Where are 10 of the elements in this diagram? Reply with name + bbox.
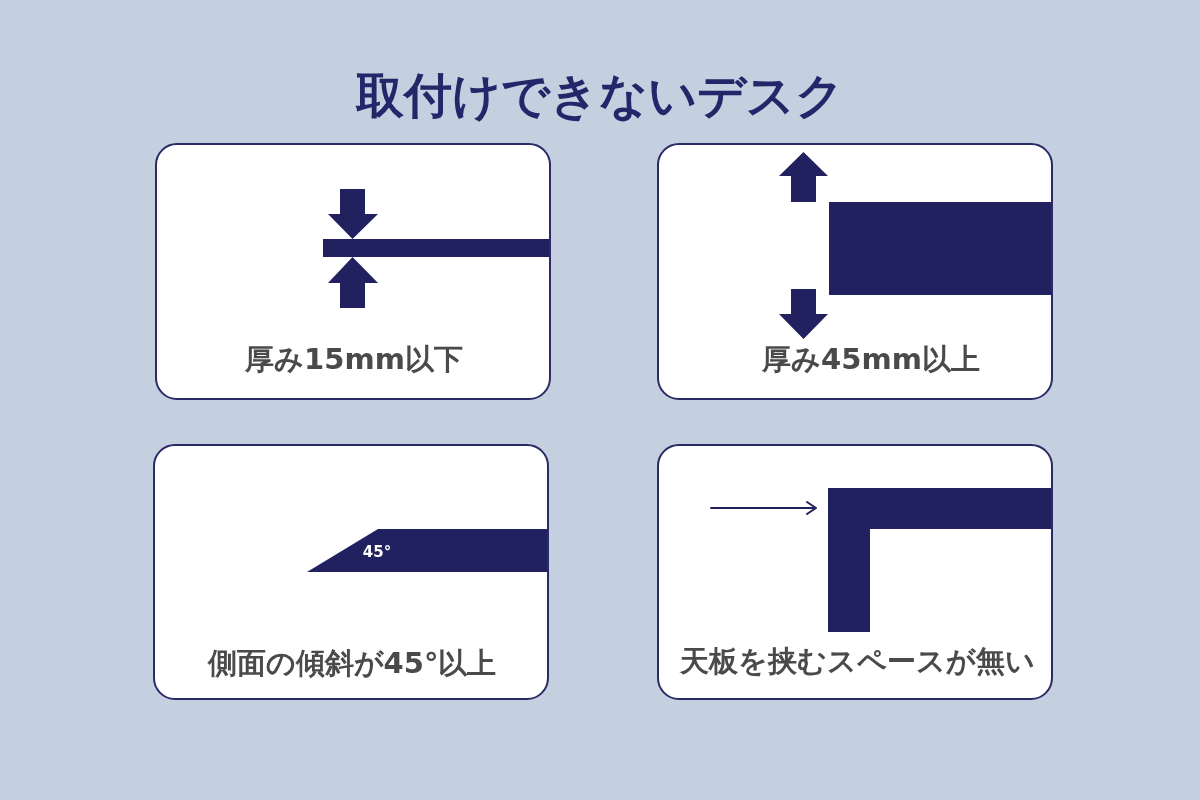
rounded-card: [153, 444, 549, 700]
rounded-card: [657, 444, 1053, 700]
page-title: 取付けできないデスク: [356, 68, 844, 122]
rounded-card: [657, 143, 1053, 400]
card-caption: 厚み15mm以下: [245, 344, 463, 376]
card-caption: 天板を挟むスペースが無い: [679, 646, 1035, 678]
card-caption: 厚み45mm以上: [762, 344, 980, 376]
card-caption: 側面の傾斜が45°以上: [207, 648, 497, 680]
rounded-card: [155, 143, 551, 400]
angle-label: 45°: [362, 543, 392, 561]
